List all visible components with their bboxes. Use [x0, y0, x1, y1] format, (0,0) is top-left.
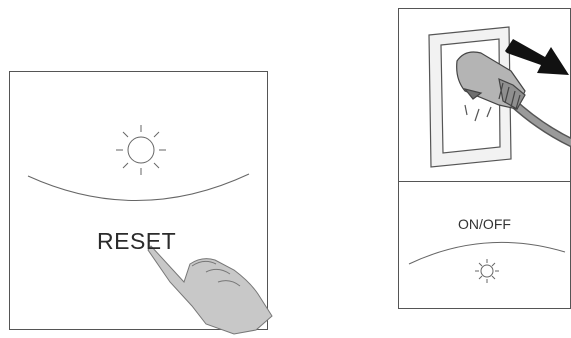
sun-icon [475, 259, 499, 283]
reset-panel: RESET [9, 71, 268, 330]
onoff-panel: ON/OFF [398, 181, 571, 309]
onoff-illustration [399, 182, 571, 310]
plug-panel [398, 8, 571, 183]
reset-illustration [10, 72, 269, 331]
sun-icon [116, 125, 166, 175]
plug-illustration [399, 9, 571, 184]
reset-button-label: RESET [97, 228, 176, 255]
pointing-hand-icon [148, 246, 272, 334]
pull-arrow-icon [505, 39, 569, 75]
panel-arc [28, 174, 249, 201]
